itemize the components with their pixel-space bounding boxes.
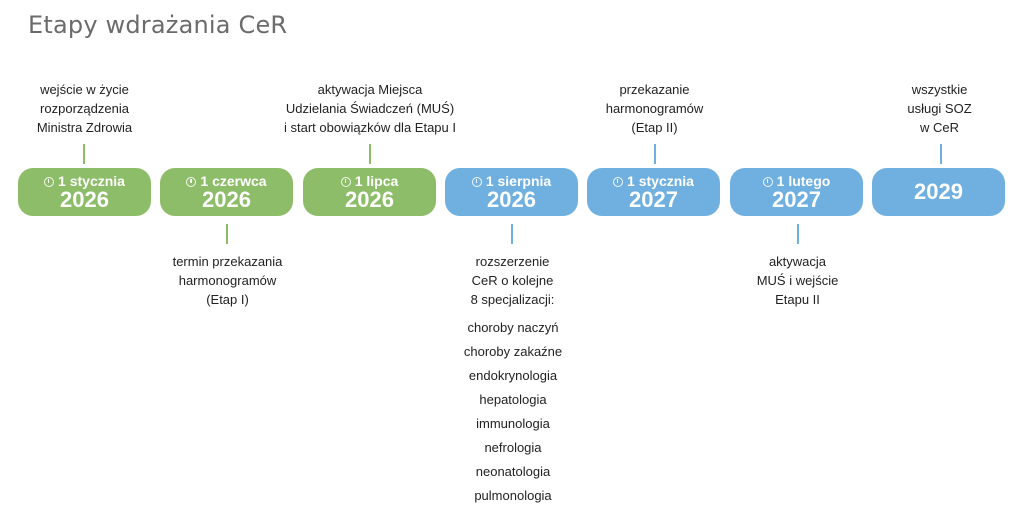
milestone-year: 2026 — [487, 187, 536, 212]
milestone-date: 1 czerwca — [200, 173, 267, 189]
list-item: immunologia — [476, 416, 550, 431]
milestone-date: 1 lutego — [776, 173, 831, 189]
list-item: choroby naczyń — [467, 320, 559, 335]
note-termin-przekazania: termin przekazania harmonogramów (Etap I… — [172, 254, 283, 307]
milestone-1-czerwca-2026: 1 czerwca 2026 — [160, 168, 293, 216]
milestone-date: 1 sierpnia — [485, 173, 552, 189]
milestone-date: 1 stycznia — [58, 173, 125, 189]
milestone-1-stycznia-2027: 1 stycznia 2027 — [587, 168, 720, 216]
milestone-year: 2026 — [60, 187, 109, 212]
clock-icon — [186, 177, 197, 187]
connector-line — [654, 144, 656, 164]
clock-icon — [471, 177, 482, 187]
milestone-year: 2027 — [629, 187, 678, 212]
note-przekazanie-harmonogramow: przekazanie harmonogramów (Etap II) — [605, 82, 704, 135]
connector-line — [511, 224, 513, 244]
list-item: hepatologia — [479, 392, 547, 407]
list-item: nefrologia — [484, 440, 542, 455]
list-item: neonatologia — [475, 464, 551, 479]
milestone-1-sierpnia-2026: 1 sierpnia 2026 — [445, 168, 578, 216]
milestone-1-stycznia-2026: 1 stycznia 2026 — [18, 168, 151, 216]
connector-line — [797, 224, 799, 244]
milestone-1-lutego-2027: 1 lutego 2027 — [730, 168, 863, 216]
milestone-2029: 2029 — [872, 168, 1005, 216]
clock-icon — [762, 177, 773, 187]
milestone-year: 2029 — [914, 179, 963, 204]
milestone-1-lipca-2026: 1 lipca 2026 — [303, 168, 436, 216]
milestone-date: 1 stycznia — [627, 173, 694, 189]
note-aktywacja-mus: aktywacja Miejsca Udzielania Świadczeń (… — [284, 82, 456, 135]
note-rozszerzenie-cer: rozszerzenie CeR o kolejne 8 specjalizac… — [470, 254, 555, 307]
connector-line — [226, 224, 228, 244]
connector-line — [83, 144, 85, 164]
milestone-date: 1 lipca — [354, 173, 399, 189]
milestone-year: 2026 — [202, 187, 251, 212]
note-aktywacja-mus-etap-ii: aktywacja MUŚ i wejście Etapu II — [756, 254, 839, 307]
clock-icon — [613, 177, 624, 187]
page-title: Etapy wdrażania CeR — [28, 11, 288, 39]
clock-icon — [44, 177, 55, 187]
connector-line — [369, 144, 371, 164]
connector-line — [940, 144, 942, 164]
milestone-year: 2026 — [345, 187, 394, 212]
milestone-year: 2027 — [772, 187, 821, 212]
note-wejscie-w-zycie: wejście w życie rozporządzenia Ministra … — [36, 82, 133, 135]
list-item: endokrynologia — [468, 368, 558, 383]
clock-icon — [340, 177, 351, 187]
list-item: choroby zakaźne — [463, 344, 563, 359]
note-wszystkie-uslugi: wszystkie usługi SOZ w CeR — [907, 82, 972, 135]
list-item: pulmonologia — [474, 488, 552, 503]
specialization-list: choroby naczyń choroby zakaźne endokryno… — [400, 316, 626, 508]
